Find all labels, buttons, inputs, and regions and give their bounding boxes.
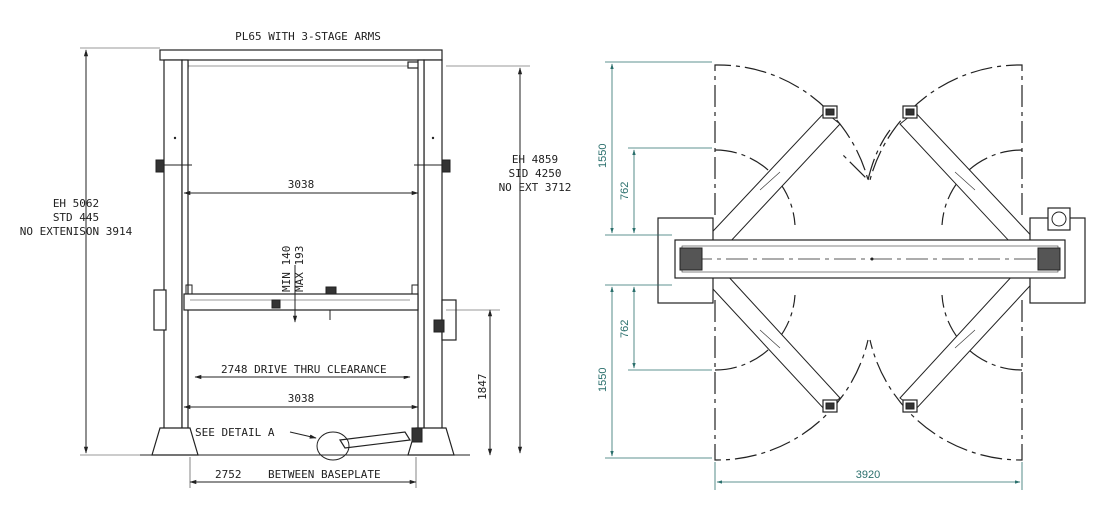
drive-thru-label: 2748 DRIVE THRU CLEARANCE: [221, 363, 387, 376]
height-1847-label: 1847: [476, 374, 489, 401]
right-post: [423, 59, 443, 446]
left-baseplate: [151, 427, 199, 456]
max-height-label: MAX 193: [293, 246, 306, 292]
width-bottom-label: 3038: [288, 392, 315, 405]
min-height-label: MIN 140: [280, 246, 293, 292]
left-dim-line-2: STD 445: [53, 211, 99, 224]
width-top-label: 3038: [288, 178, 315, 191]
front-view: PL65 WITH 3-STAGE ARMS: [20, 30, 572, 488]
dim-1550-bottom-label: 1550: [597, 368, 609, 392]
lift-arms: [183, 293, 419, 311]
arm-bottom-left: [699, 261, 841, 411]
dim-1550-top-label: 1550: [597, 144, 609, 168]
dim-3920-label: 3920: [856, 469, 880, 481]
front-view-title: PL65 WITH 3-STAGE ARMS: [235, 30, 381, 43]
baseplate-label: BETWEEN BASEPLATE: [268, 468, 381, 481]
arm-top-right: [899, 111, 1041, 259]
right-dim-line-3: NO EXT 3712: [499, 181, 572, 194]
dim-762-bottom-label: 762: [619, 320, 631, 338]
see-detail-label: SEE DETAIL A: [195, 426, 275, 439]
top-view: 1550 762 762 1550 3920: [597, 61, 1086, 490]
dim-762-top-label: 762: [619, 182, 631, 200]
right-dim-line-2: SID 4250: [509, 167, 562, 180]
arm-bottom-right: [899, 261, 1041, 411]
right-dim-line-1: EH 4859: [512, 153, 558, 166]
top-crossbar: [159, 49, 443, 61]
left-dim-line-1: EH 5062: [53, 197, 99, 210]
top-view-dimensions: 1550 762 762 1550 3920: [597, 61, 1023, 490]
baseplate-width-label: 2752: [215, 468, 242, 481]
left-post: [163, 59, 183, 446]
left-dim-line-3: NO EXTENISON 3914: [20, 225, 133, 238]
arm-top-left: [699, 111, 841, 259]
